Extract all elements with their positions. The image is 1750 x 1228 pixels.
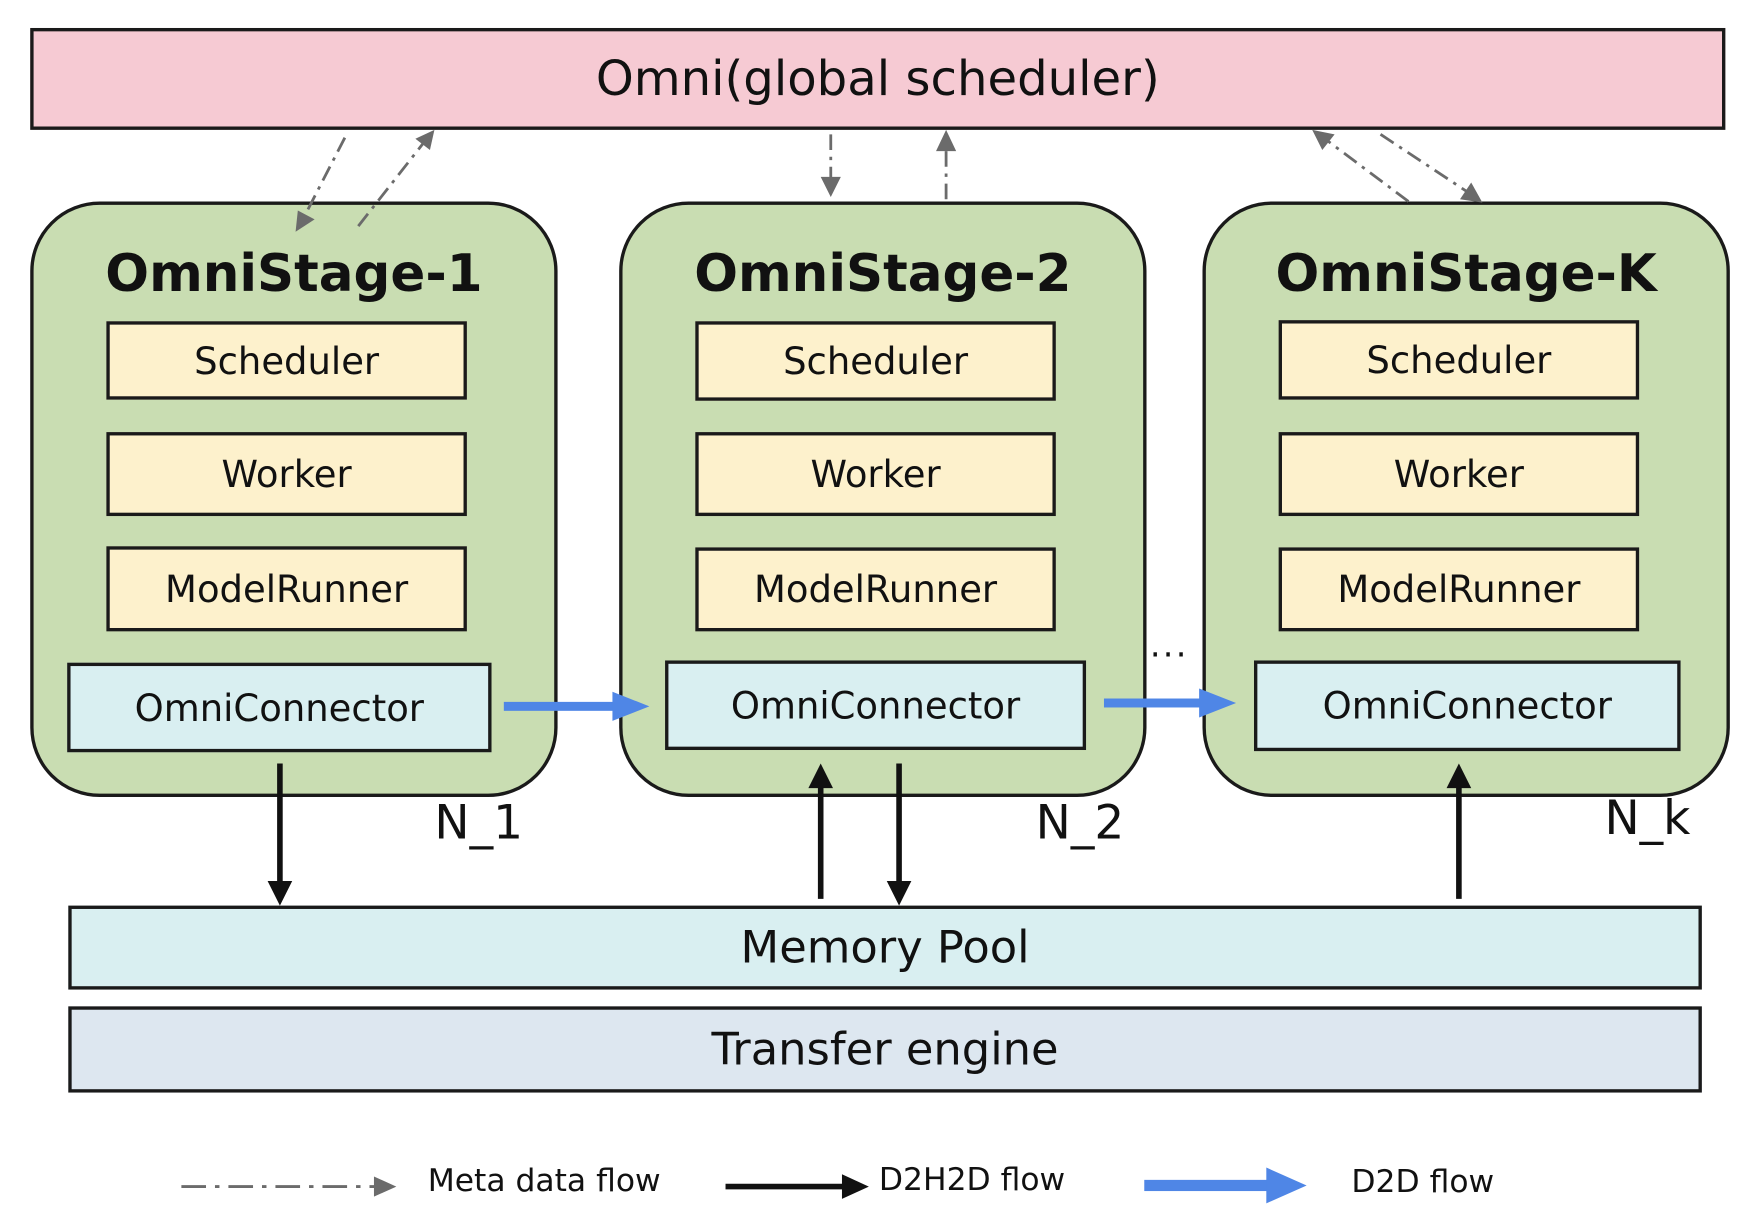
omniconnector-label: OmniConnector	[134, 685, 425, 730]
omniconnector-box: OmniConnector	[665, 660, 1087, 751]
legend-d2d-symbol	[1144, 1167, 1307, 1204]
scheduler-label: Scheduler	[1366, 338, 1552, 382]
d2h2d-arrowhead	[808, 763, 834, 789]
transfer-engine-label: Transfer engine	[711, 1023, 1059, 1076]
scheduler-label: Scheduler	[194, 338, 380, 383]
stage-title: OmniStage-K	[1275, 242, 1657, 304]
d2d-arrow-shaft	[1103, 698, 1203, 708]
worker-label: Worker	[810, 452, 941, 496]
model-runner-box: ModelRunner	[1278, 547, 1640, 632]
memory-pool-box: Memory Pool	[68, 905, 1702, 990]
d2h2d-arrowhead	[886, 880, 912, 906]
global-scheduler-box: Omni(global scheduler)	[30, 27, 1726, 130]
stage-k-count-label: N_k	[1604, 790, 1691, 846]
d2d-arrowhead	[612, 691, 650, 721]
legend-meta-symbol	[181, 1176, 397, 1197]
transfer-engine-box: Transfer engine	[68, 1006, 1702, 1093]
stage-title: OmniStage-2	[694, 242, 1072, 304]
d2h2d-flow-arrows	[267, 763, 1472, 906]
omniconnector-box: OmniConnector	[1253, 660, 1681, 752]
legend-d2h2d-flow: D2H2D flow	[878, 1160, 1066, 1198]
meta-flow-arrow	[1327, 139, 1410, 203]
model-runner-label: ModelRunner	[1337, 567, 1581, 612]
model-runner-box: ModelRunner	[695, 547, 1056, 632]
legend-meta-data-flow: Meta data flow	[427, 1161, 661, 1199]
legend-d2d-flow: D2D flow	[1351, 1163, 1495, 1201]
meta-flow-arrow	[357, 142, 425, 227]
d2d-arrowhead	[1199, 688, 1237, 718]
scheduler-box: Scheduler	[1278, 320, 1640, 400]
meta-flow-arrowhead	[820, 176, 841, 198]
memory-pool-label: Memory Pool	[740, 921, 1030, 974]
meta-data-flow-arrows	[295, 129, 1483, 232]
worker-label: Worker	[221, 452, 352, 496]
meta-flow-arrow	[1379, 133, 1468, 193]
d2h2d-arrowhead	[267, 880, 293, 906]
d2d-flow-arrows	[503, 688, 1237, 721]
d2h2d-arrowhead	[1446, 763, 1472, 789]
scheduler-box: Scheduler	[695, 321, 1056, 401]
meta-flow-arrowhead	[936, 129, 957, 152]
scheduler-label: Scheduler	[783, 339, 969, 383]
scheduler-box: Scheduler	[106, 321, 467, 400]
meta-flow-arrowhead	[415, 129, 435, 151]
stage-2-count-label: N_2	[1035, 794, 1125, 850]
omniconnector-label: OmniConnector	[1322, 683, 1612, 728]
omniconnector-box: OmniConnector	[67, 662, 492, 753]
omniconnector-label: OmniConnector	[730, 683, 1021, 728]
model-runner-label: ModelRunner	[753, 567, 998, 612]
meta-flow-arrowhead	[295, 210, 315, 232]
global-scheduler-label: Omni(global scheduler)	[595, 50, 1160, 107]
ellipsis: ···	[1149, 635, 1189, 676]
meta-flow-arrow	[303, 137, 347, 217]
model-runner-label: ModelRunner	[165, 566, 409, 611]
worker-box: Worker	[1278, 432, 1640, 517]
meta-flow-arrowhead	[1460, 182, 1483, 203]
worker-box: Worker	[106, 432, 467, 517]
worker-box: Worker	[695, 432, 1056, 517]
meta-flow-arrowhead	[1312, 129, 1335, 151]
d2d-arrow-shaft	[503, 701, 616, 711]
worker-label: Worker	[1393, 452, 1524, 496]
stage-title: OmniStage-1	[105, 242, 483, 304]
stage-1-count-label: N_1	[434, 794, 524, 850]
model-runner-box: ModelRunner	[106, 546, 467, 632]
legend-d2h2d-symbol	[725, 1174, 869, 1199]
